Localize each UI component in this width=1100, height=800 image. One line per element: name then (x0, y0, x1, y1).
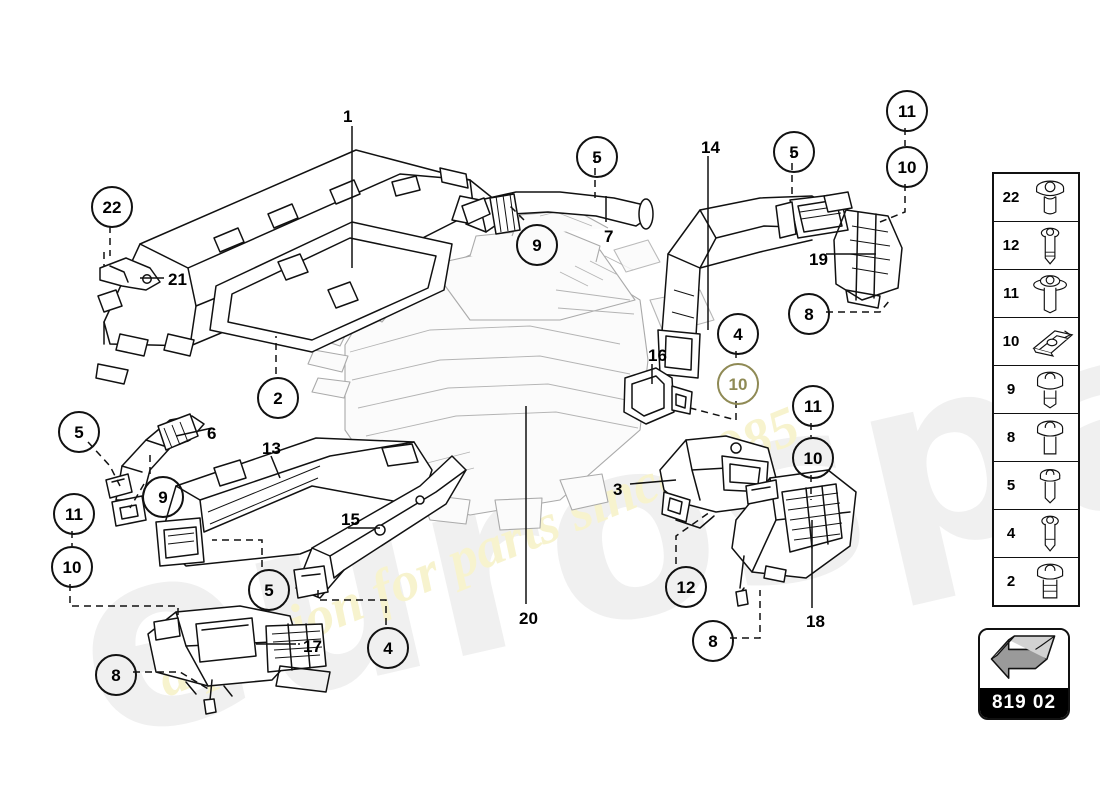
part-group-badge[interactable]: 819 02 (978, 628, 1070, 720)
callout-14: 14 (701, 138, 720, 157)
legend-number: 9 (1006, 381, 1016, 398)
callout-2[interactable]: 2 (257, 377, 299, 419)
callout-9a[interactable]: 9 (516, 224, 558, 266)
part-1-upper-air-duct (95, 149, 501, 385)
callout-19: 19 (809, 250, 828, 269)
flanged-screw-icon (1026, 414, 1078, 461)
callout-10d[interactable]: 10 (792, 437, 834, 479)
legend-row[interactable]: 12 (994, 222, 1078, 270)
legend-row[interactable]: 4 (994, 510, 1078, 558)
speed-nut-clip-icon (1026, 318, 1078, 365)
legend-number: 4 (1006, 525, 1016, 542)
callout-8b[interactable]: 8 (95, 654, 137, 696)
collar-screw-icon (1026, 366, 1078, 413)
callout-11b[interactable]: 11 (53, 493, 95, 535)
legend-row[interactable]: 8 (994, 414, 1078, 462)
part-13-long-air-channel (155, 437, 433, 567)
callout-9b[interactable]: 9 (142, 476, 184, 518)
part-15-support-channel (293, 455, 467, 599)
legend-row[interactable]: 11 (994, 270, 1078, 318)
callout-11a[interactable]: 11 (886, 90, 928, 132)
part-21-retaining-bracket (99, 257, 161, 291)
part-14-right-air-duct (657, 193, 849, 379)
legend-number: 10 (1002, 333, 1020, 350)
callout-4b[interactable]: 4 (367, 627, 409, 669)
legend-row[interactable]: 9 (994, 366, 1078, 414)
part-7-defroster-hose (461, 191, 654, 235)
callout-8a[interactable]: 8 (788, 293, 830, 335)
legend-row[interactable]: 10 (994, 318, 1078, 366)
callout-10b[interactable]: 10 (886, 146, 928, 188)
fastener-legend-panel: 22 12 11 (992, 172, 1080, 607)
legend-row[interactable]: 22 (994, 174, 1078, 222)
callout-11c[interactable]: 11 (792, 385, 834, 427)
callout-20: 20 (519, 609, 538, 628)
part-19-vent-housing (823, 191, 903, 309)
part-18-centre-vent-grille (731, 469, 857, 607)
callout-5b[interactable]: 5 (773, 131, 815, 173)
legend-row[interactable]: 5 (994, 462, 1078, 510)
legend-number: 22 (1002, 189, 1020, 206)
flanged-screw-icon (1026, 174, 1078, 221)
legend-row[interactable]: 2 (994, 558, 1078, 605)
legend-number: 2 (1006, 573, 1016, 590)
part-16-flap-actuator (623, 367, 693, 425)
callout-5c[interactable]: 5 (58, 411, 100, 453)
callout-5d[interactable]: 5 (248, 569, 290, 611)
callout-7: 7 (604, 227, 614, 246)
legend-number: 12 (1002, 237, 1020, 254)
callout-10a[interactable]: 10 (717, 363, 759, 405)
long-screw-icon (1026, 222, 1078, 269)
callout-22[interactable]: 22 (91, 186, 133, 228)
callout-16: 16 (648, 346, 667, 365)
callout-21: 21 (168, 270, 187, 289)
legend-number: 8 (1006, 429, 1016, 446)
ribbed-screw-icon (1026, 558, 1078, 605)
legend-number: 5 (1006, 477, 1016, 494)
callout-1: 1 (343, 107, 353, 126)
callout-dashed-lines (69, 128, 906, 691)
short-screw-icon (1026, 462, 1078, 509)
callout-8c[interactable]: 8 (692, 620, 734, 662)
callout-13: 13 (262, 439, 281, 458)
wide-flange-screw-icon (1026, 270, 1078, 317)
hvac-housing-ghost (307, 209, 715, 531)
callout-10c[interactable]: 10 (51, 546, 93, 588)
part-6-connector-hose (105, 413, 205, 527)
leader-lines (140, 126, 876, 645)
callout-18: 18 (806, 612, 825, 631)
callout-15: 15 (341, 510, 360, 529)
bent-arrow-icon (980, 630, 1068, 688)
badge-number: 819 02 (980, 688, 1068, 718)
slim-screw-icon (1026, 510, 1078, 557)
callout-6: 6 (207, 424, 217, 443)
legend-number: 11 (1003, 285, 1019, 302)
callout-3: 3 (613, 480, 623, 499)
callout-5a[interactable]: 5 (576, 136, 618, 178)
callout-12[interactable]: 12 (665, 566, 707, 608)
callout-17: 17 (303, 637, 322, 656)
part-17-side-vent-grille (147, 605, 331, 715)
callout-4a[interactable]: 4 (717, 313, 759, 355)
